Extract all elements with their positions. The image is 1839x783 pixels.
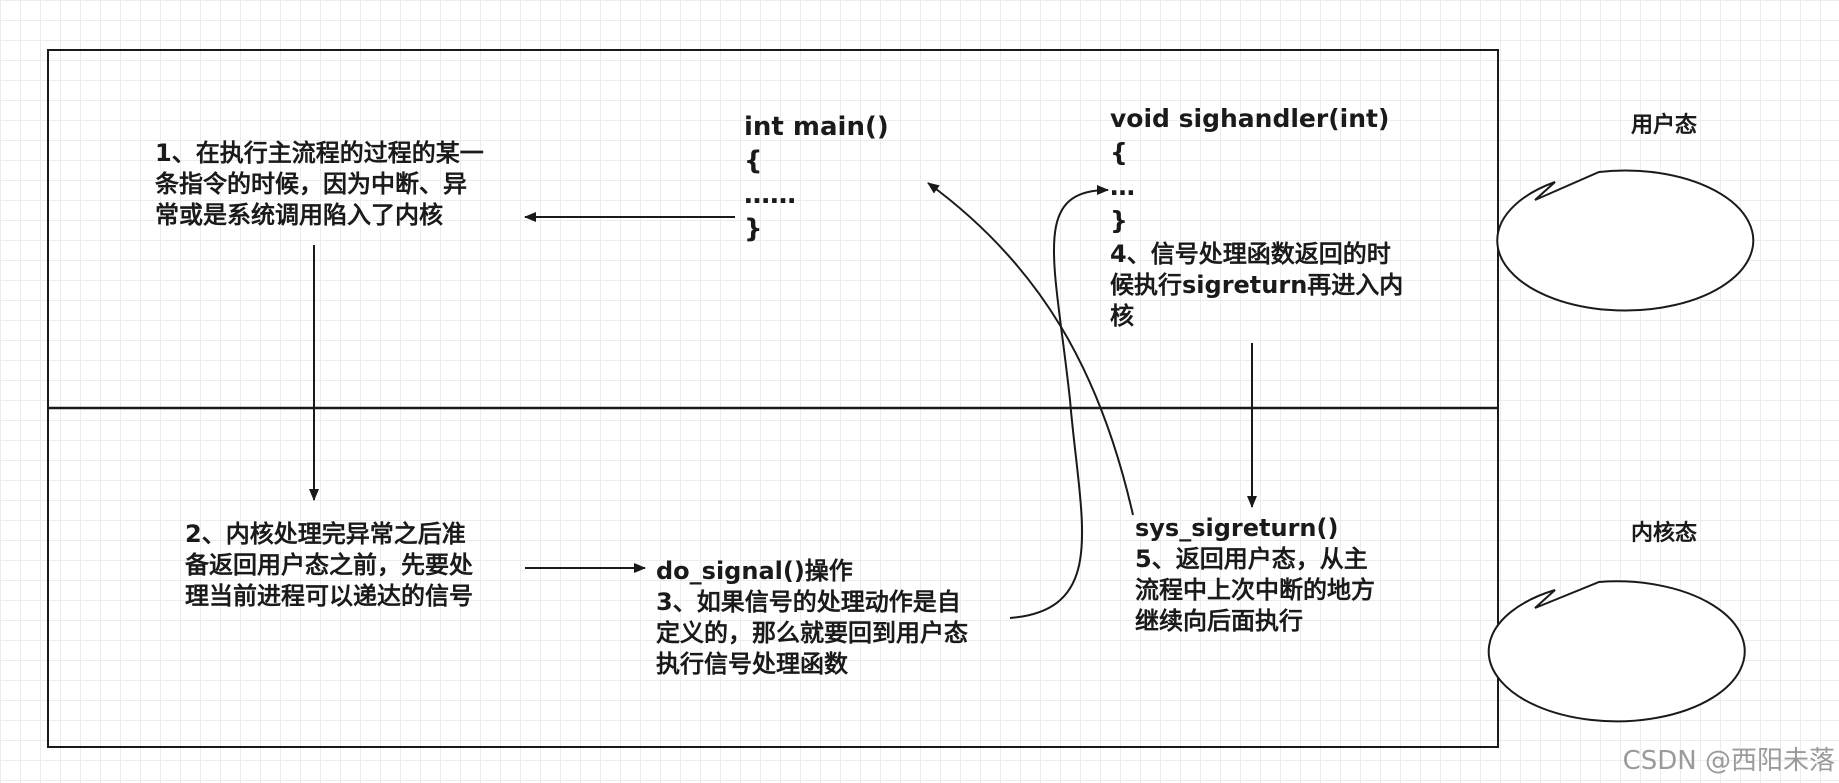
user-mode-label: 用户态 [1630,113,1697,138]
step4-text: 4、信号处理函数返回的时 候执行sigreturn再进入内 核 [1110,240,1404,330]
step1-text: 1、在执行主流程的过程的某一 条指令的时候，因为中断、异 常或是系统调用陷入了内… [155,139,484,229]
watermark: CSDN @西阳未落 [1622,746,1835,776]
arrow-dosignal-to-handler [1009,185,1109,619]
kernel-mode-label: 内核态 [1630,521,1697,546]
sighandler-code: void sighandler(int) { … } [1110,104,1390,235]
arrow-sigreturn-to-main [927,182,1134,516]
main-function-code: int main() { …… } [744,112,889,244]
step3-text: do_signal()操作 3、如果信号的处理动作是自 定义的，那么就要回到用户… [656,557,968,678]
kernel-mode-bubble [1487,580,1746,723]
user-kernel-box [47,49,1499,748]
step2-text: 2、内核处理完异常之后准 备返回用户态之前，先要处 理当前进程可以递达的信号 [185,520,473,610]
step5-text: sys_sigreturn() 5、返回用户态，从主 流程中上次中断的地方 继续… [1135,514,1375,635]
user-mode-bubble [1496,169,1755,312]
